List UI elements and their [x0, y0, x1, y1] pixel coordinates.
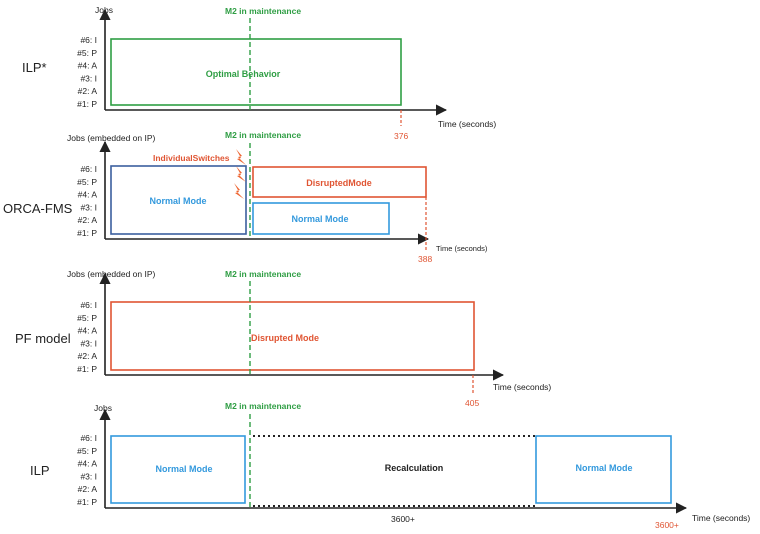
x-axis-label: Time (seconds) [692, 513, 750, 523]
job-list: #6: I #5: P #4: A #3: I #2: A #1: P [77, 433, 97, 507]
disrupted-mode-label: DisruptedMode [306, 178, 372, 188]
mid-value: 3600+ [391, 514, 415, 524]
end-value: 405 [465, 398, 479, 408]
optimal-behavior-box [110, 38, 402, 106]
model-label: PF model [15, 331, 71, 346]
job-label: #5: P [77, 177, 97, 187]
normal-mode-label-2: Normal Mode [291, 214, 348, 224]
switch-lightning-icon [234, 183, 244, 199]
normal-mode-box-2 [535, 435, 672, 504]
job-label: #4: A [78, 326, 98, 336]
normal-mode-box-1 [110, 435, 246, 504]
normal-mode-label-1: Normal Mode [149, 196, 206, 206]
job-label: #6: I [80, 433, 97, 443]
normal-mode-label-2: Normal Mode [575, 463, 632, 473]
job-label: #6: I [80, 164, 97, 174]
job-label: #2: A [78, 86, 98, 96]
disrupted-mode-box [110, 301, 475, 371]
model-label: ORCA-FMS [3, 201, 73, 216]
x-axis-label: Time (seconds) [438, 119, 496, 129]
panel-orca-fms: Jobs (embedded on IP) Time (seconds) ORC… [3, 130, 488, 264]
disrupted-mode-label: Disrupted Mode [251, 333, 319, 343]
end-value: 3600+ [655, 520, 679, 530]
model-label: ILP [30, 463, 50, 478]
switch-lightning-icon [236, 166, 246, 182]
normal-mode-box-2 [252, 202, 390, 235]
job-label: #4: A [78, 459, 98, 469]
job-label: #6: I [80, 35, 97, 45]
switch-lightning-icon [236, 149, 246, 165]
x-axis-label: Time (seconds) [436, 244, 488, 253]
maintenance-label: M2 in maintenance [225, 401, 301, 411]
maintenance-label: M2 in maintenance [225, 6, 301, 16]
y-axis-label: Jobs [94, 403, 112, 413]
job-label: #5: P [77, 446, 97, 456]
recalculation-label: Recalculation [385, 463, 444, 473]
panel-pf-model: Jobs (embedded on IP) Time (seconds) PF … [15, 269, 551, 408]
y-axis-label: Jobs (embedded on IP) [67, 269, 156, 279]
y-axis-label: Jobs [95, 5, 113, 15]
job-label: #5: P [77, 48, 97, 58]
job-label: #6: I [80, 300, 97, 310]
job-label: #3: I [80, 73, 97, 83]
end-value: 376 [394, 131, 408, 141]
job-list: #6: I #5: P #4: A #3: I #2: A #1: P [77, 164, 97, 238]
job-label: #1: P [77, 497, 97, 507]
normal-mode-label-1: Normal Mode [155, 464, 212, 474]
job-label: #3: I [80, 471, 97, 481]
y-axis-label: Jobs (embedded on IP) [67, 133, 156, 143]
optimal-behavior-label: Optimal Behavior [206, 69, 281, 79]
panel-ilp-star: Jobs Time (seconds) ILP* #6: I #5: P #4: A… [22, 5, 496, 141]
job-label: #3: I [80, 202, 97, 212]
job-label: #4: A [78, 190, 98, 200]
job-list: #6: I #5: P #4: A #3: I #2: A #1: P [77, 300, 97, 374]
job-label: #2: A [78, 215, 98, 225]
job-list: #6: I #5: P #4: A #3: I #2: A #1: P [77, 35, 97, 109]
job-label: #4: A [78, 61, 98, 71]
job-label: #1: P [77, 364, 97, 374]
model-label: ILP* [22, 60, 47, 75]
job-label: #5: P [77, 313, 97, 323]
disrupted-mode-box [252, 166, 427, 198]
x-axis-label: Time (seconds) [493, 382, 551, 392]
job-label: #3: I [80, 338, 97, 348]
maintenance-label: M2 in maintenance [225, 130, 301, 140]
maintenance-label: M2 in maintenance [225, 269, 301, 279]
job-label: #2: A [78, 484, 98, 494]
end-value: 388 [418, 254, 432, 264]
panel-ilp: Jobs Time (seconds) ILP #6: I#5: P#4: A#… [30, 401, 750, 530]
job-label: #1: P [77, 99, 97, 109]
job-label: #2: A [78, 351, 98, 361]
individual-switches-label: IndividualSwitches [153, 153, 230, 163]
job-label: #1: P [77, 228, 97, 238]
normal-mode-box-1 [110, 165, 247, 235]
